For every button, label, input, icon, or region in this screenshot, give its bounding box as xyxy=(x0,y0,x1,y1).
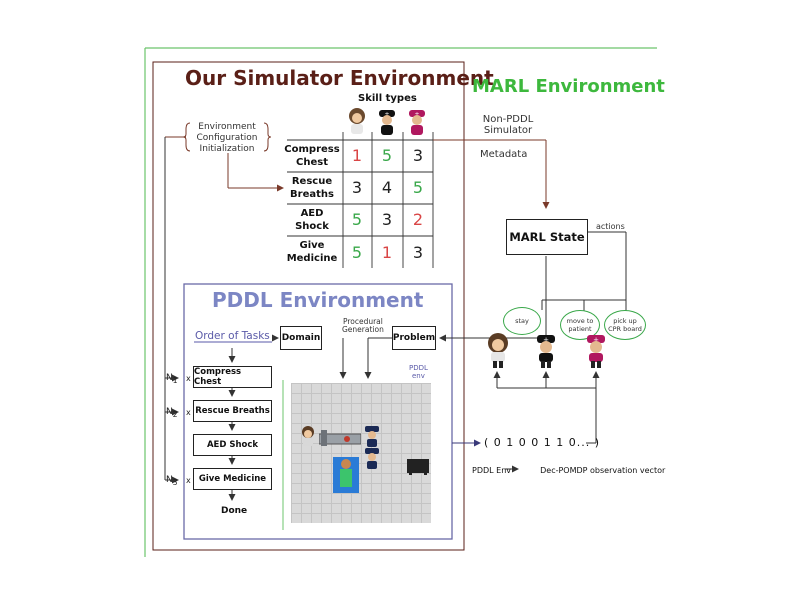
multiply-mark: x xyxy=(186,476,191,485)
svg-text:+: + xyxy=(414,111,419,118)
domain-box: Domain xyxy=(280,326,322,350)
environment-config-label: Environment Configuration Initialization xyxy=(188,122,266,155)
order-of-tasks-label: Order of Tasks xyxy=(195,330,270,342)
task-box-rescue-breaths: Rescue Breaths xyxy=(193,400,272,422)
agent-action-bubble: stay xyxy=(503,307,541,335)
caption-right: Dec-POMDP observation vector xyxy=(540,466,666,475)
multiply-mark: x xyxy=(186,374,191,383)
task-label-aed-shock: AED Shock xyxy=(295,208,329,232)
score-cell: 5 xyxy=(351,243,363,262)
skill-types-header: Skill types xyxy=(358,93,417,104)
n-letter: N xyxy=(166,407,173,417)
score-cell: 5 xyxy=(351,210,363,229)
score-cell: 3 xyxy=(412,243,424,262)
score-cell: 5 xyxy=(381,146,393,165)
problem-box: Problem xyxy=(392,326,436,350)
score-cell: 3 xyxy=(381,210,393,229)
observation-vector: ( 0 1 0 0 1 1 0... ) xyxy=(484,436,601,449)
config-line: Environment xyxy=(198,122,256,132)
task-label-rescue-breaths: Rescue Breaths xyxy=(290,176,334,200)
score-cell: 5 xyxy=(412,178,424,197)
n-sub: 3 xyxy=(172,477,178,487)
config-line: Initialization xyxy=(199,144,255,154)
pddl-env-grid xyxy=(291,383,431,523)
task-box-compress-chest: Compress Chest xyxy=(193,366,272,388)
done-label: Done xyxy=(221,506,248,516)
svg-text:+: + xyxy=(593,336,599,344)
observation-caption: PDDL Env Dec-POMDP observation vector xyxy=(472,466,665,475)
marl-title: MARL Environment xyxy=(472,76,665,97)
svg-text:+: + xyxy=(543,336,549,344)
score-cell: 1 xyxy=(351,146,363,165)
config-line: Configuration xyxy=(196,133,258,143)
non-pddl-line: Non-PDDL xyxy=(482,114,534,125)
agent-sprite-navy-cap xyxy=(363,447,381,473)
caption-left: PDDL Env xyxy=(472,466,512,475)
score-cell: 1 xyxy=(381,243,393,262)
agent-figure-magenta-cap: + xyxy=(583,332,609,372)
agent-figure-black-cap: + xyxy=(533,332,559,372)
marl-state-box: MARL State xyxy=(506,219,588,255)
score-cell: 2 xyxy=(412,210,424,229)
patient-on-stretcher-icon xyxy=(333,455,359,497)
task-box-give-medicine: Give Medicine xyxy=(193,468,272,490)
actions-label: actions xyxy=(596,222,625,231)
n-letter: N xyxy=(166,475,173,485)
agent-icon-magenta-cap: + xyxy=(406,107,428,139)
task-label-give-medicine: Give Medicine xyxy=(286,240,338,264)
task-label-compress-chest: Compress Chest xyxy=(284,144,340,168)
non-pddl-simulator-label: Non-PDDL Simulator xyxy=(468,114,548,136)
score-cell: 3 xyxy=(351,178,363,197)
pddl-title: PDDL Environment xyxy=(212,288,424,312)
task-box-aed-shock: AED Shock xyxy=(193,434,272,456)
agent-sprite-black-cap xyxy=(363,425,381,451)
pddl-env-label: PDDL env xyxy=(409,364,428,380)
aed-device-icon xyxy=(407,459,429,479)
agent-icon-brown-hair xyxy=(346,107,368,139)
procedural-generation-label: Procedural Generation xyxy=(342,318,384,334)
metadata-label: Metadata xyxy=(480,149,528,160)
agent-icon-black-cap: + xyxy=(376,107,398,139)
agent-figure-brown-hair xyxy=(485,332,511,372)
non-pddl-line: Simulator xyxy=(483,125,533,136)
n3-label: N3 xyxy=(166,475,178,487)
agent-sprite-brown-hair xyxy=(299,425,317,451)
pddl-env-line: env xyxy=(412,372,425,380)
n-sub: 2 xyxy=(172,409,178,419)
score-cell: 3 xyxy=(412,146,424,165)
score-cell: 4 xyxy=(381,178,393,197)
hospital-bed-icon xyxy=(318,430,362,452)
procedural-line: Procedural xyxy=(342,317,383,326)
n1-label: N1 xyxy=(166,373,178,385)
simulator-title: Our Simulator Environment xyxy=(185,66,494,90)
n-letter: N xyxy=(166,373,173,383)
multiply-mark: x xyxy=(186,408,191,417)
procedural-line: Generation xyxy=(342,325,384,334)
pddl-env-line: PDDL xyxy=(409,364,428,372)
agent-action-bubble: pick up CPR board xyxy=(604,310,646,340)
n-sub: 1 xyxy=(172,375,178,385)
svg-text:+: + xyxy=(384,111,389,118)
n2-label: N2 xyxy=(166,407,178,419)
